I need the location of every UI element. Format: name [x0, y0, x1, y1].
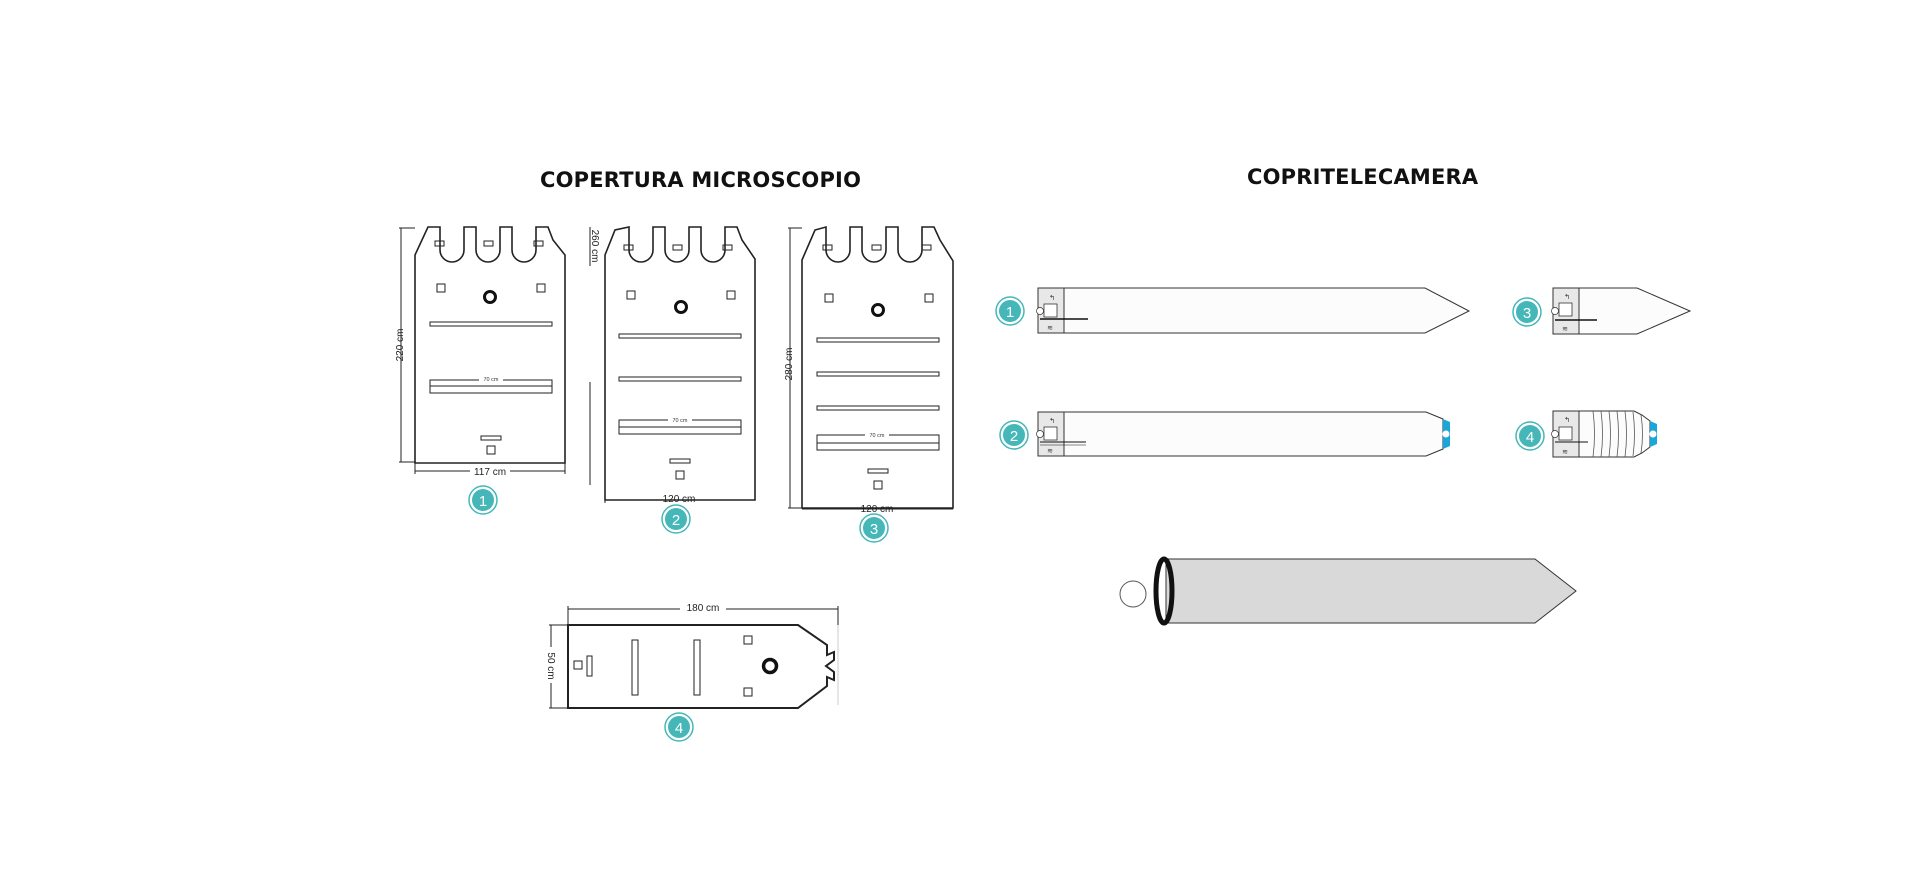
camera-cover-2-outline	[1037, 411, 1444, 457]
badge-microscope-1: 1	[468, 485, 498, 515]
port-1	[483, 290, 497, 304]
height-label-4: 50 cm	[545, 652, 556, 679]
cover-1-outline	[414, 226, 566, 464]
width-label-2: 120 cm	[663, 494, 696, 505]
microscope-cover-2: 260 cm 120 cm 70 cm 2	[589, 226, 756, 534]
badge-microscope-3: 3	[859, 513, 889, 543]
svg-text:↰: ↰	[1049, 294, 1055, 302]
port-4	[761, 657, 779, 675]
svg-text:≋: ≋	[1047, 448, 1053, 455]
height-label-1: 220 cm	[395, 329, 406, 362]
grey-camera-drape	[1119, 556, 1577, 626]
title-copertura-microscopio: COPERTURA MICROSCOPIO	[540, 168, 862, 192]
width-label-3: 120 cm	[861, 504, 894, 515]
badge-microscope-4: 4	[664, 712, 694, 742]
svg-text:≋: ≋	[1562, 449, 1568, 456]
cover-4-outline	[567, 624, 835, 709]
svg-text:≋: ≋	[1047, 325, 1053, 332]
svg-text:≋: ≋	[1562, 326, 1568, 333]
drape-ring-circle	[1119, 580, 1147, 608]
height-label-3: 280 cm	[784, 348, 795, 381]
camera-cover-2: ↰ ≋ 2	[999, 411, 1450, 457]
microscope-cover-1: 220 cm 117 cm 70 cm 1	[395, 226, 566, 515]
camera-cover-3: ↰ ≋ 3	[1512, 287, 1692, 335]
badge-microscope-2: 2	[661, 504, 691, 534]
cover-3-outline	[801, 225, 954, 509]
camera-cover-4: ↰ ≋ 4	[1515, 410, 1657, 458]
inner-label-2: 70 cm	[673, 418, 688, 424]
height-label-2: 260 cm	[589, 230, 600, 263]
badge-camera-1: 1	[995, 296, 1025, 326]
badge-microscope-2-number: 2	[672, 512, 680, 529]
badge-camera-1-number: 1	[1006, 304, 1014, 321]
title-copritelecamera: COPRITELECAMERA	[1247, 165, 1479, 189]
inner-label-1: 70 cm	[484, 377, 499, 383]
inner-label-3: 70 cm	[870, 433, 885, 439]
grey-drape-body	[1165, 558, 1577, 624]
badge-microscope-1-number: 1	[479, 493, 487, 510]
svg-text:↰: ↰	[1564, 416, 1570, 424]
drape-ring	[1153, 556, 1175, 626]
camera-cover-1-outline	[1037, 287, 1471, 334]
microscope-cover-4: 180 cm 50 cm 4	[545, 601, 839, 742]
svg-text:↰: ↰	[1049, 417, 1055, 425]
badge-camera-4: 4	[1515, 421, 1545, 451]
badge-camera-3: 3	[1512, 297, 1542, 327]
badge-camera-3-number: 3	[1523, 305, 1531, 322]
width-label-4: 180 cm	[687, 603, 720, 614]
width-label-1: 117 cm	[474, 467, 506, 478]
badge-camera-2-number: 2	[1010, 428, 1018, 445]
svg-text:↰: ↰	[1564, 293, 1570, 301]
badge-microscope-3-number: 3	[870, 521, 878, 538]
badge-camera-4-number: 4	[1526, 429, 1534, 446]
port-3	[871, 303, 885, 317]
badge-microscope-4-number: 4	[675, 720, 683, 737]
badge-camera-2: 2	[999, 420, 1029, 450]
cover-2-outline	[604, 226, 756, 501]
camera-cover-1: ↰ ≋ 1	[995, 287, 1471, 334]
port-2	[674, 300, 688, 314]
microscope-cover-3: 280 cm 120 cm 70 cm 3	[784, 225, 954, 543]
